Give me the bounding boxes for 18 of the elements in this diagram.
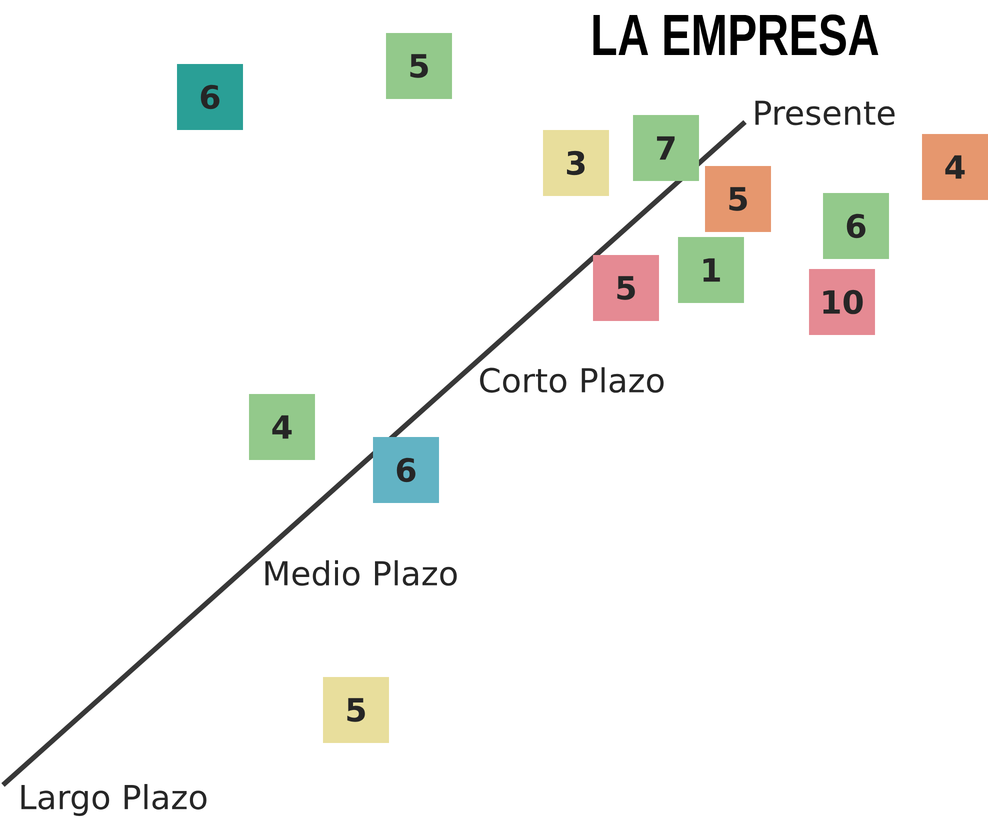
number-square: 5 — [593, 255, 659, 321]
axis-label: Presente — [755, 100, 895, 126]
number-square: 7 — [633, 115, 699, 181]
number-square: 10 — [809, 269, 875, 335]
title: LA EMPRESA — [593, 14, 878, 56]
axis-label: Medio Plazo — [265, 560, 457, 586]
number-square: 5 — [386, 33, 452, 99]
number-square: 5 — [705, 166, 771, 232]
number-square: 4 — [249, 394, 315, 460]
number-square: 1 — [678, 237, 744, 303]
axis-label: Largo Plazo — [21, 784, 206, 816]
number-square: 6 — [373, 437, 439, 503]
number-square: 6 — [823, 193, 889, 259]
number-square: 4 — [922, 134, 988, 200]
axis-label: Corto Plazo — [480, 367, 664, 393]
number-square: 6 — [177, 64, 243, 130]
number-square: 5 — [323, 677, 389, 743]
number-square: 3 — [543, 130, 609, 196]
